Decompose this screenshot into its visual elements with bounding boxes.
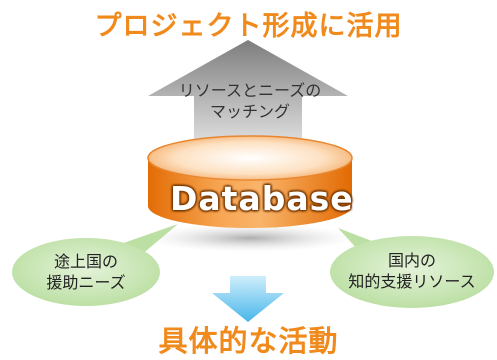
left-bubble-text: 途上国の 援助ニーズ	[16, 251, 156, 293]
arrow-label-line2: マッチング	[209, 102, 290, 121]
arrow-label: リソースとニーズの マッチング	[170, 80, 330, 122]
arrow-label-line1: リソースとニーズの	[178, 81, 322, 100]
right-speech-bubble	[330, 228, 494, 308]
bottom-title: 具体的な活動	[158, 324, 339, 358]
right-bubble-line1: 国内の	[387, 251, 436, 270]
matching-arrow	[148, 40, 348, 152]
right-bubble-line2: 知的支援リソース	[348, 272, 476, 291]
database-cylinder	[147, 135, 353, 228]
left-speech-bubble	[12, 224, 178, 306]
database-label: Database	[170, 179, 354, 218]
top-title: プロジェクト形成に活用	[94, 11, 403, 42]
right-bubble-text: 国内の 知的支援リソース	[332, 250, 492, 292]
left-bubble-line2: 援助ニーズ	[46, 273, 126, 292]
down-arrow	[212, 276, 284, 322]
database-shadow	[145, 224, 355, 252]
left-bubble-line1: 途上国の	[53, 252, 118, 271]
